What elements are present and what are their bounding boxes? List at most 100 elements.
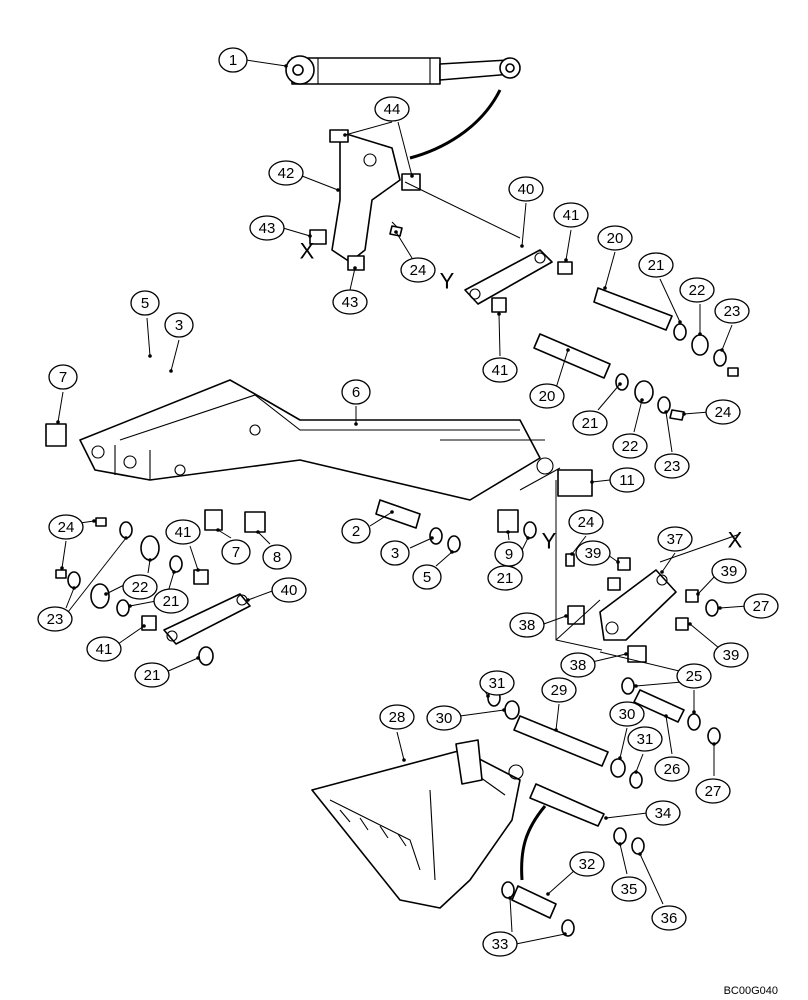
leader-line-21	[165, 657, 199, 673]
leader-arrow-41	[497, 312, 501, 316]
callout-number-25: 25	[686, 668, 703, 685]
callout-number-9: 9	[505, 546, 513, 563]
callout-bubble-21	[153, 588, 189, 614]
callout-bubble-2	[341, 518, 371, 544]
callout-bubble-25	[676, 663, 712, 689]
arm-part-6	[45, 379, 554, 501]
callout-number-3: 3	[175, 317, 183, 334]
leader-line-37	[661, 552, 676, 573]
link-part-40-upper	[464, 249, 573, 313]
callout-number-32: 32	[579, 856, 596, 873]
callout-bubble-37	[657, 526, 693, 552]
callout-number-24: 24	[578, 514, 595, 531]
callout-number-21: 21	[582, 415, 599, 432]
callout-bubble-39	[575, 540, 611, 566]
callout-number-2: 2	[352, 523, 360, 540]
leader-line-11	[591, 479, 611, 483]
callout-number-41: 41	[175, 524, 192, 541]
callout-bubble-21	[638, 252, 674, 278]
leader-arrow-23	[664, 410, 668, 414]
leader-arrow-42	[336, 188, 340, 192]
leader-arrow-37	[660, 570, 664, 574]
callout-number-21: 21	[648, 257, 665, 274]
callout-number-38: 38	[519, 617, 536, 634]
callout-number-22: 22	[622, 438, 639, 455]
callout-number-5: 5	[141, 295, 149, 312]
leader-arrow-21	[618, 382, 622, 386]
callout-bubble-29	[541, 677, 577, 703]
leader-arrow-23	[720, 348, 724, 352]
link-part-40-lower	[163, 593, 251, 645]
callout-number-8: 8	[273, 549, 281, 566]
callout-number-23: 23	[47, 611, 64, 628]
leader-arrow-7	[56, 420, 60, 424]
callout-number-5: 5	[423, 569, 431, 586]
callout-number-20: 20	[539, 388, 556, 405]
leader-arrow-21	[678, 320, 682, 324]
callout-number-40: 40	[518, 181, 535, 198]
callout-number-40: 40	[281, 582, 298, 599]
leader-line-31	[635, 753, 644, 773]
cylinder-part-1	[285, 55, 521, 85]
leader-line-36	[639, 853, 664, 905]
leader-line-7	[57, 391, 64, 423]
callout-bubble-26	[654, 756, 690, 782]
callout-bubble-21	[487, 565, 523, 591]
leader-arrow-25	[634, 684, 638, 688]
callout-number-27: 27	[705, 783, 722, 800]
leader-arrow-33	[563, 932, 567, 936]
callout-bubble-3	[380, 540, 410, 566]
leader-line-41	[498, 313, 501, 357]
callout-bubble-22	[612, 433, 648, 459]
leader-arrow-28	[402, 758, 406, 762]
section-marker-y-upper: Y	[440, 269, 455, 294]
leader-arrow-21	[196, 656, 200, 660]
leader-arrow-1	[284, 64, 288, 68]
callout-number-33: 33	[492, 936, 509, 953]
leader-arrow-32	[546, 892, 550, 896]
callout-bubble-7	[48, 364, 78, 390]
callout-bubble-31	[479, 670, 515, 696]
callout-bubble-6	[341, 379, 371, 405]
callout-number-6: 6	[352, 384, 360, 401]
leader-arrow-9	[506, 530, 510, 534]
leader-arrow-31	[634, 770, 638, 774]
callout-bubble-7	[221, 539, 251, 565]
leader-line-27	[719, 605, 748, 609]
callout-bubble-32	[569, 851, 605, 877]
callout-bubble-11	[609, 467, 645, 493]
leader-line-23	[65, 587, 75, 609]
drawing-code: BC00G040	[724, 985, 778, 997]
leader-arrow-22	[698, 332, 702, 336]
leader-arrow-11	[590, 480, 594, 484]
callout-bubble-8	[262, 544, 292, 570]
callout-bubble-28	[379, 704, 415, 730]
leader-line-3	[170, 339, 180, 372]
leader-arrow-40	[520, 244, 524, 248]
callout-number-27: 27	[753, 598, 770, 615]
callout-number-31: 31	[637, 731, 654, 748]
callout-number-38: 38	[570, 657, 587, 674]
leader-arrow-20	[566, 348, 570, 352]
leader-arrow-41	[196, 568, 200, 572]
leader-line-28	[396, 731, 405, 761]
callout-bubble-1	[218, 47, 248, 73]
leader-line-20	[604, 251, 616, 289]
leader-arrow-39	[696, 592, 700, 596]
leader-line-38	[540, 615, 567, 626]
callout-bubble-21	[572, 410, 608, 436]
callout-number-44: 44	[384, 101, 401, 118]
pin-part-20-lower	[533, 333, 671, 414]
callout-number-42: 42	[278, 165, 295, 182]
leader-arrow-22	[104, 592, 108, 596]
leader-arrow-39	[688, 622, 692, 626]
leader-arrow-30	[618, 756, 622, 760]
callout-number-7: 7	[59, 369, 67, 386]
callout-bubble-35	[611, 876, 647, 902]
callout-bubble-41	[482, 357, 518, 383]
leader-line-39	[697, 574, 717, 595]
callout-number-41: 41	[96, 641, 113, 658]
leader-line-1	[245, 59, 287, 67]
leader-arrow-5	[450, 550, 454, 554]
